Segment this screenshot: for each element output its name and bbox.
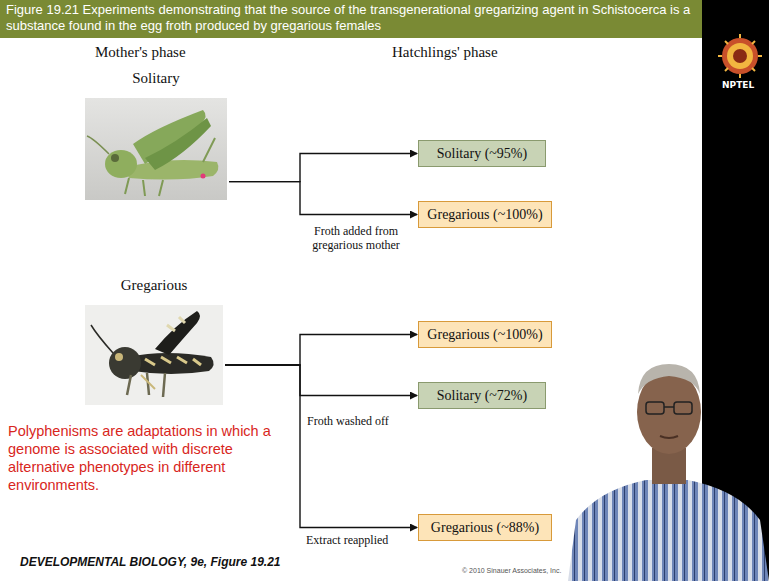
phase-arrow bbox=[225, 365, 417, 528]
locust-photo-node: Solitary bbox=[85, 98, 227, 200]
column-heading: Hatchlings' phase bbox=[392, 44, 498, 61]
locust-photo-node: Gregarious bbox=[85, 305, 223, 405]
phase-heading: Gregarious bbox=[85, 277, 223, 294]
gregarious-result-box: Gregarious (~100%) bbox=[418, 201, 552, 228]
result-text: Solitary (~72%) bbox=[437, 388, 527, 404]
result-text: Solitary (~95%) bbox=[437, 146, 527, 162]
gregarious-result-box: Gregarious (~88%) bbox=[418, 514, 552, 541]
source-citation: DEVELOPMENTAL BIOLOGY, 9e, Figure 19.21 bbox=[20, 555, 281, 569]
copyright-note: © 2010 Sinauer Associates, Inc. bbox=[462, 567, 561, 574]
phase-arrow bbox=[229, 154, 417, 182]
phase-arrow bbox=[229, 182, 417, 215]
slide-title: Figure 19.21 Experiments demonstrating t… bbox=[6, 2, 696, 34]
gregarious-result-box: Gregarious (~100%) bbox=[418, 321, 552, 348]
result-text: Gregarious (~100%) bbox=[427, 327, 542, 343]
column-heading: Mother's phase bbox=[95, 44, 186, 61]
treatment-label: Froth added from gregarious mother bbox=[302, 224, 410, 252]
definition-note: Polyphenisms are adaptations in which a … bbox=[8, 422, 290, 494]
phase-heading: Solitary bbox=[85, 70, 227, 87]
treatment-label: Froth washed off bbox=[305, 414, 391, 428]
gregarious-locust-photo bbox=[85, 305, 223, 405]
lecturer-video bbox=[568, 330, 769, 581]
treatment-label: Extract reapplied bbox=[304, 533, 390, 547]
result-text: Gregarious (~88%) bbox=[431, 520, 539, 536]
logo-text: NPTEL bbox=[722, 80, 754, 90]
phase-arrow bbox=[225, 335, 417, 366]
solitary-locust-photo bbox=[85, 98, 227, 200]
result-text: Gregarious (~100%) bbox=[427, 207, 542, 223]
solitary-result-box: Solitary (~95%) bbox=[418, 140, 546, 167]
solitary-result-box: Solitary (~72%) bbox=[418, 382, 546, 409]
phase-arrow bbox=[225, 365, 417, 396]
